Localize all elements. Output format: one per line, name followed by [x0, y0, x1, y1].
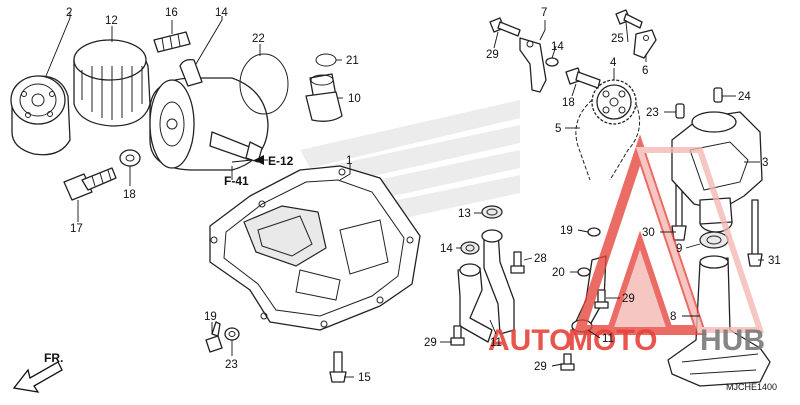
- part-2-filter-cap: [10, 75, 71, 156]
- part-25-oring: [239, 53, 289, 115]
- callout-8: 8: [670, 311, 676, 323]
- callouts: 2 12 16 14 22 21 10 1 18 17 19 23 15 13 …: [66, 7, 781, 384]
- part-29-bolt-a: [510, 251, 525, 274]
- callout-29-b: 29: [622, 293, 635, 305]
- callout-11: 11: [490, 337, 502, 349]
- part-28-bolt: [615, 9, 643, 29]
- reference-e12: E-12: [254, 154, 294, 168]
- callout-27-a: 23: [646, 107, 659, 119]
- part-8-strainer: [667, 255, 771, 387]
- part-6-bracket: [633, 29, 657, 59]
- callout-6: 6: [642, 65, 648, 77]
- callout-2: 2: [66, 7, 72, 19]
- callout-7: 7: [541, 7, 547, 19]
- leader-lines: [45, 12, 764, 378]
- callout-32: 31: [768, 255, 781, 267]
- callout-21: 19: [204, 311, 217, 323]
- watermark-hub: HUB: [700, 324, 765, 357]
- part-23-dowel-a: [587, 227, 601, 237]
- watermark-text: AUTO MOTO HUB: [488, 324, 765, 357]
- part-1-oil-pan: [209, 165, 421, 331]
- callout-18: 16: [165, 7, 178, 19]
- callout-3: 3: [762, 157, 768, 169]
- part-30-bolt: [489, 17, 521, 37]
- part-26-washer: [224, 327, 240, 341]
- callout-12: 11: [602, 333, 614, 345]
- callout-29-c: 29: [424, 337, 437, 349]
- part-17-bolt: [329, 351, 347, 383]
- reference-f41-label: F-41: [224, 174, 249, 188]
- part-19-drain-bolt: [63, 167, 117, 201]
- part-11-strainer-pipe: [457, 229, 515, 343]
- callout-22: 18: [123, 189, 136, 201]
- part-10-pressure-switch: [305, 73, 343, 122]
- part-14-oring-lower: [460, 241, 480, 255]
- callout-29-d: 29: [534, 361, 547, 373]
- part-9-seal: [699, 231, 729, 249]
- part-16-collar: [545, 57, 559, 67]
- part-29-bolt-b: [594, 289, 609, 309]
- part-29-bolt-c: [450, 325, 465, 346]
- part-29-bolt-d: [560, 353, 575, 371]
- direction-label: FR.: [44, 351, 63, 365]
- part-24-washer: [315, 53, 337, 67]
- front-direction-arrow: FR.: [12, 351, 63, 393]
- callout-26: 23: [225, 359, 238, 371]
- part-15-oil-cooler: [149, 58, 269, 171]
- watermark-auto: AUTO: [488, 324, 572, 357]
- part-20-bolt: [565, 67, 601, 89]
- callout-29-a: 28: [534, 253, 547, 265]
- callout-14-lower: 14: [440, 243, 453, 255]
- callout-13: 12: [105, 15, 118, 27]
- diagram-code: MJCHE1400: [726, 382, 777, 392]
- part-18-bolt: [153, 31, 191, 53]
- callout-16: 14: [551, 41, 564, 53]
- callout-4: 4: [610, 57, 617, 69]
- callout-15: 14: [215, 7, 228, 19]
- watermark-moto: MOTO: [568, 324, 657, 357]
- callout-24: 21: [346, 55, 359, 67]
- reference-e12-label: E-12: [268, 154, 294, 168]
- callout-20: 18: [562, 97, 575, 109]
- callout-28: 25: [611, 33, 624, 45]
- callout-17: 15: [358, 372, 371, 384]
- watermark-logo: [573, 134, 765, 335]
- part-7-guide: [519, 37, 547, 93]
- callout-30: 29: [486, 49, 499, 61]
- callout-23-a: 19: [560, 225, 573, 237]
- part-23-dowel-b: [577, 267, 591, 277]
- callout-19: 17: [70, 223, 83, 235]
- part-32-long-bolt: [747, 199, 763, 267]
- part-27-pin-b: [713, 87, 723, 103]
- part-22-washer: [119, 149, 141, 167]
- callout-1: 1: [346, 155, 352, 167]
- part-14-oring-upper: [481, 205, 503, 219]
- part-21-bolt: [205, 321, 223, 353]
- callout-25: 22: [252, 33, 265, 45]
- part-5-chain: [575, 99, 641, 181]
- part-13-oil-filter: [73, 39, 151, 127]
- part-27-pin-a: [675, 103, 685, 119]
- callout-14-upper: 13: [458, 208, 471, 220]
- callout-5: 5: [555, 123, 561, 135]
- callout-31: 30: [642, 227, 655, 239]
- part-3-oil-pump: [671, 111, 763, 233]
- callout-27-b: 24: [738, 91, 751, 103]
- callout-10: 10: [348, 93, 361, 105]
- callout-23-b: 20: [552, 267, 565, 279]
- callout-9: 9: [676, 243, 682, 255]
